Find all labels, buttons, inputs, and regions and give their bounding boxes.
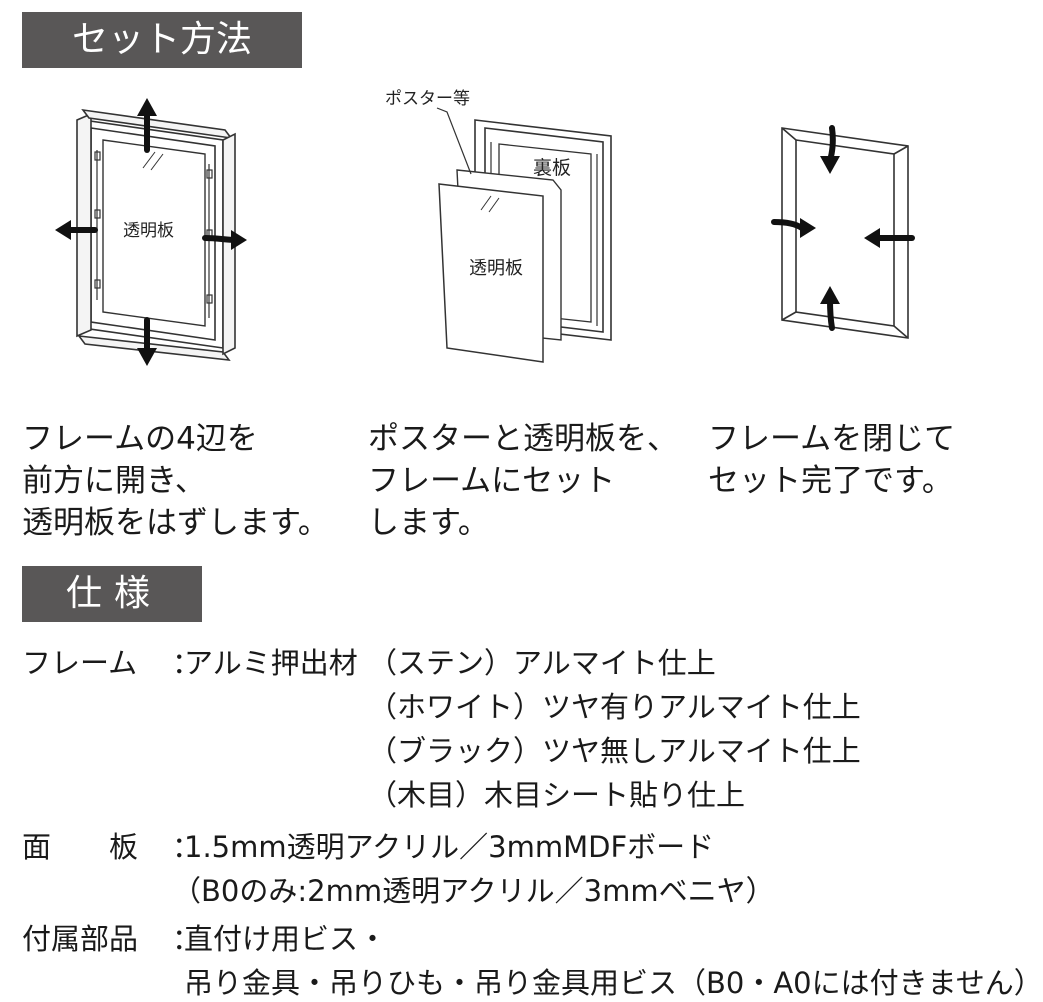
spec-accessories-line: 直付け用ビス・ <box>184 922 388 956</box>
spec-label-frame: フレーム <box>22 646 138 680</box>
spec-colon: ： <box>172 646 202 680</box>
spec-colon: ： <box>172 830 202 864</box>
step-caption-2: ポスターと透明板を、 フレームにセット します。 <box>368 418 678 544</box>
section-header-setup: セット方法 <box>22 12 302 68</box>
back-board-label: 裏板 <box>533 157 571 179</box>
step-caption-line: フレームにセット <box>368 463 616 499</box>
spec-frame-option: （ブラック）ツヤ無しアルマイト仕上 <box>368 734 861 768</box>
open-frame-illustration: 透明板 <box>55 98 247 366</box>
step-caption-line: 前方に開き、 <box>22 463 206 499</box>
spec-frame-option: （木目）木目シート貼り仕上 <box>368 778 746 812</box>
spec-panel-line: 1.5mm透明アクリル／3mmMDFボード <box>184 830 715 864</box>
spec-frame-option: （ステン）アルマイト仕上 <box>368 646 716 680</box>
diagram-step3-close-frame <box>770 90 920 350</box>
insert-poster-illustration: ポスター等 裏板 透明板 <box>385 89 612 363</box>
step-caption-3: フレームを閉じて セット完了です。 <box>708 418 955 502</box>
step-caption-line: ポスターと透明板を、 <box>368 421 678 457</box>
spec-frame-material: アルミ押出材 <box>184 646 358 680</box>
spec-accessories-line: 吊り金具・吊りひも・吊り金具用ビス（B0・A0には付きません） <box>184 966 1043 1000</box>
step-caption-1: フレームの4辺を 前方に開き、 透明板をはずします。 <box>22 418 329 544</box>
plate-label-2: 透明板 <box>469 258 523 279</box>
plate-label-1: 透明板 <box>123 221 174 241</box>
step-caption-line: セット完了です。 <box>708 463 953 499</box>
spec-colon: ： <box>172 922 202 956</box>
step-caption-line: フレームの4辺を <box>22 421 258 457</box>
diagram-step1-open-frame: 透明板 <box>55 90 255 370</box>
closed-frame-illustration <box>771 125 915 339</box>
spec-label-accessories: 付属部品 <box>22 922 139 956</box>
diagram-step2-insert-poster: ポスター等 裏板 透明板 <box>385 89 625 370</box>
spec-label-panel: 面 板 <box>22 830 139 864</box>
spec-frame-option: （ホワイト）ツヤ有りアルマイト仕上 <box>368 690 861 724</box>
step-caption-line: 透明板をはずします。 <box>22 505 329 541</box>
section-header-spec: 仕様 <box>22 566 202 622</box>
section-title-setup: セット方法 <box>72 19 253 60</box>
section-title-spec: 仕様 <box>66 573 163 614</box>
poster-label: ポスター等 <box>385 89 470 109</box>
spec-panel-line: （B0のみ:2mm透明アクリル／3mmベニヤ） <box>172 874 775 908</box>
step-caption-line: します。 <box>368 505 489 541</box>
step-caption-line: フレームを閉じて <box>708 421 956 457</box>
